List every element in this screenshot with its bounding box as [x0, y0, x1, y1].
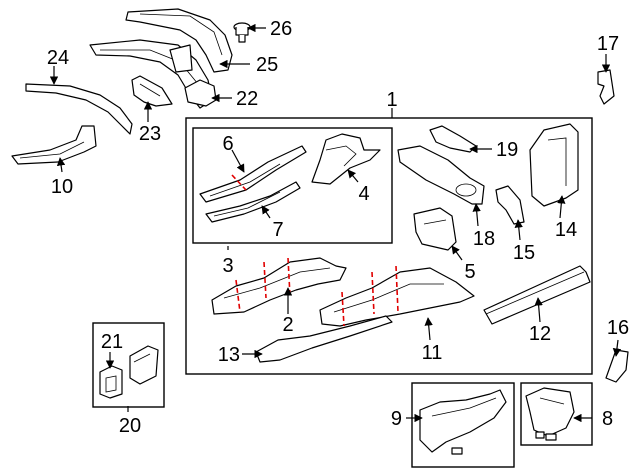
callout-25: 25: [256, 54, 278, 76]
callout-23: 23: [139, 123, 161, 145]
callout-8: 8: [602, 408, 613, 430]
part-6-rail: [199, 145, 307, 203]
callout-26: 26: [270, 18, 292, 40]
part-4-panel: [311, 133, 381, 185]
part-21-bracket: [99, 365, 123, 399]
part-15-bracket: [495, 185, 525, 225]
cut-line-11b: [371, 271, 375, 315]
callout-10: 10: [51, 176, 73, 198]
cut-line-2c: [287, 257, 291, 297]
callout-6: 6: [222, 133, 233, 155]
part-2-frame-rail: [211, 257, 347, 315]
callout-22: 22: [236, 88, 258, 110]
part-19-bracket: [429, 125, 477, 153]
callout-24: 24: [47, 47, 69, 69]
cut-line-2b: [263, 261, 267, 299]
part-26-clip: [233, 22, 251, 43]
callout-5: 5: [464, 261, 475, 283]
callout-4: 4: [358, 183, 369, 205]
part-24-curved-rail: [25, 83, 133, 135]
subassembly-box-3: [192, 127, 393, 244]
callout-11: 11: [422, 342, 443, 364]
callout-13: 13: [218, 344, 240, 366]
part-25-upper-rail: [89, 8, 233, 109]
callout-21: 21: [101, 331, 123, 353]
callout-20: 20: [119, 415, 141, 437]
callout-3: 3: [222, 255, 233, 277]
assembly-box-1: [185, 117, 593, 375]
part-8-panel: [525, 387, 575, 441]
part-18-rail: [397, 145, 485, 205]
callout-14: 14: [555, 219, 577, 241]
part-17-bracket: [597, 69, 615, 105]
callout-1: 1: [386, 89, 397, 111]
callout-19: 19: [496, 139, 518, 161]
callout-2: 2: [282, 314, 293, 336]
callout-18: 18: [473, 228, 495, 250]
part-23-bracket: [131, 75, 173, 107]
part-14-panel: [529, 123, 579, 207]
part-12-sill: [483, 265, 591, 325]
callout-12: 12: [529, 323, 551, 345]
part-20-bracket: [129, 345, 159, 385]
leader-lines: [49, 23, 622, 423]
part-10-bracket: [11, 125, 97, 165]
kit-box-8: [520, 382, 593, 446]
part-7-rail: [205, 181, 301, 223]
part-16-bracket: [605, 349, 629, 383]
callout-9: 9: [391, 408, 402, 430]
part-13-rail: [255, 315, 393, 363]
callout-17: 17: [597, 33, 619, 55]
kit-box-9: [411, 382, 515, 468]
callout-7: 7: [272, 219, 283, 241]
cut-line-11a: [341, 291, 345, 327]
part-9-panel: [419, 389, 507, 455]
part-5-bracket: [413, 207, 457, 251]
callout-15: 15: [513, 242, 535, 264]
callout-16: 16: [607, 317, 629, 339]
cut-line-2a: [235, 279, 241, 313]
cut-line-6: [231, 174, 247, 191]
